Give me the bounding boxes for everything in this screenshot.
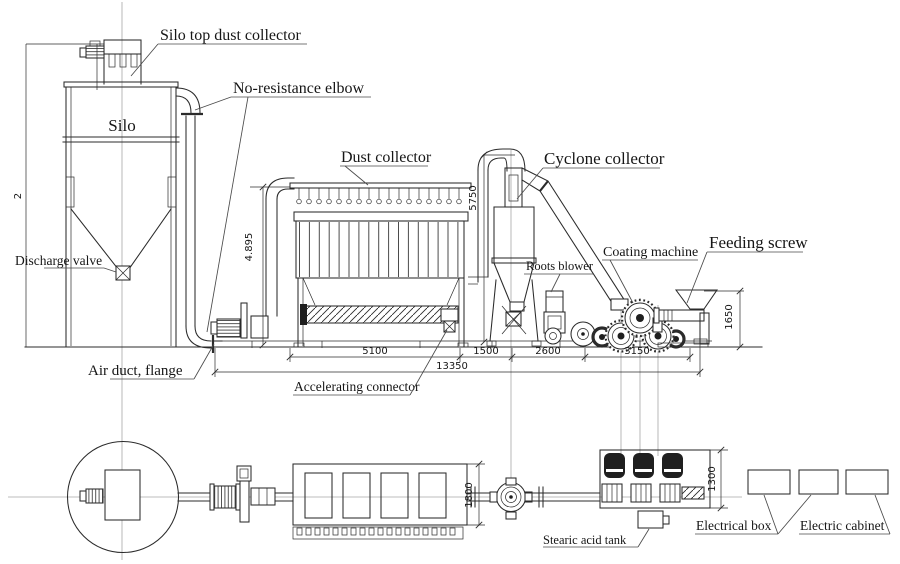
label-roots-blower: Roots blower xyxy=(526,259,594,273)
plan-dim-1800: 1800 xyxy=(464,460,485,529)
plan-dim-1300: 1300 xyxy=(707,446,728,512)
dim-5100: 5100 xyxy=(362,346,387,357)
dim-3150: 3150 xyxy=(624,346,649,357)
cyclone-downcomer-duct xyxy=(521,167,629,311)
dim-1800: 1800 xyxy=(464,482,475,507)
label-silo: Silo xyxy=(108,116,135,135)
stearic-acid-tank xyxy=(637,510,670,529)
cyclone-collector-elevation xyxy=(468,148,542,347)
silo-elevation xyxy=(62,81,180,347)
no-resistance-elbow-duct xyxy=(175,87,223,353)
label-dust-collector: Dust collector xyxy=(341,149,432,166)
label-no-resistance-elbow: No-resistance elbow xyxy=(233,80,365,97)
label-accelerating-connector: Accelerating connector xyxy=(294,379,420,394)
dim-4895: 4.895 xyxy=(244,233,255,262)
dim-1500: 1500 xyxy=(473,346,498,357)
label-electric-cabinet: Electric cabinet xyxy=(800,518,885,533)
coating-machine-plan xyxy=(599,449,711,509)
plan-view: 1800 xyxy=(66,440,889,554)
label-air-duct-flange: Air duct, flange xyxy=(88,363,183,379)
silo-plan xyxy=(66,440,180,554)
dim-1650: 1650 xyxy=(724,304,735,329)
coating-machine-elevation xyxy=(591,298,686,353)
dim-13350: 13350 xyxy=(436,361,468,372)
electrical-box-1 xyxy=(747,469,791,495)
elevation-labels: Silo top dust collector No-resistance el… xyxy=(15,27,808,396)
silo-top-dust-collector xyxy=(79,39,142,85)
label-cyclone-collector: Cyclone collector xyxy=(544,149,665,168)
electrical-box-2 xyxy=(798,469,839,495)
dim-1300: 1300 xyxy=(707,466,718,491)
accelerating-connector-symbol xyxy=(443,320,456,333)
label-stearic-acid-tank: Stearic acid tank xyxy=(543,533,627,547)
dimension-chain: 5100 1500 2600 3150 13350 xyxy=(211,346,704,377)
label-feeding-screw: Feeding screw xyxy=(709,233,808,252)
cyclone-plan xyxy=(489,477,533,520)
electric-cabinet-box xyxy=(845,469,889,495)
fan-unit xyxy=(210,177,295,339)
screw-conveyor xyxy=(300,304,459,325)
dust-collector-plan xyxy=(292,463,468,540)
dim-2600: 2600 xyxy=(535,346,560,357)
label-electrical-box: Electrical box xyxy=(696,518,772,533)
label-silo-top-dust-collector: Silo top dust collector xyxy=(160,27,302,44)
label-coating-machine: Coating machine xyxy=(603,245,698,260)
roots-blower-elevation xyxy=(543,290,596,347)
label-discharge-valve: Discharge valve xyxy=(15,253,102,268)
dim-left-partial: 2 xyxy=(13,193,24,199)
discharge-valve-symbol xyxy=(115,265,131,281)
dim-5750: 5750 xyxy=(468,185,479,210)
plan-labels: Stearic acid tank Electrical box Electri… xyxy=(543,494,891,548)
feeding-screw-elevation xyxy=(652,289,718,348)
dust-collector-elevation xyxy=(289,182,472,348)
vertical-dimensions: 4.895 5750 1650 2 xyxy=(13,43,744,351)
